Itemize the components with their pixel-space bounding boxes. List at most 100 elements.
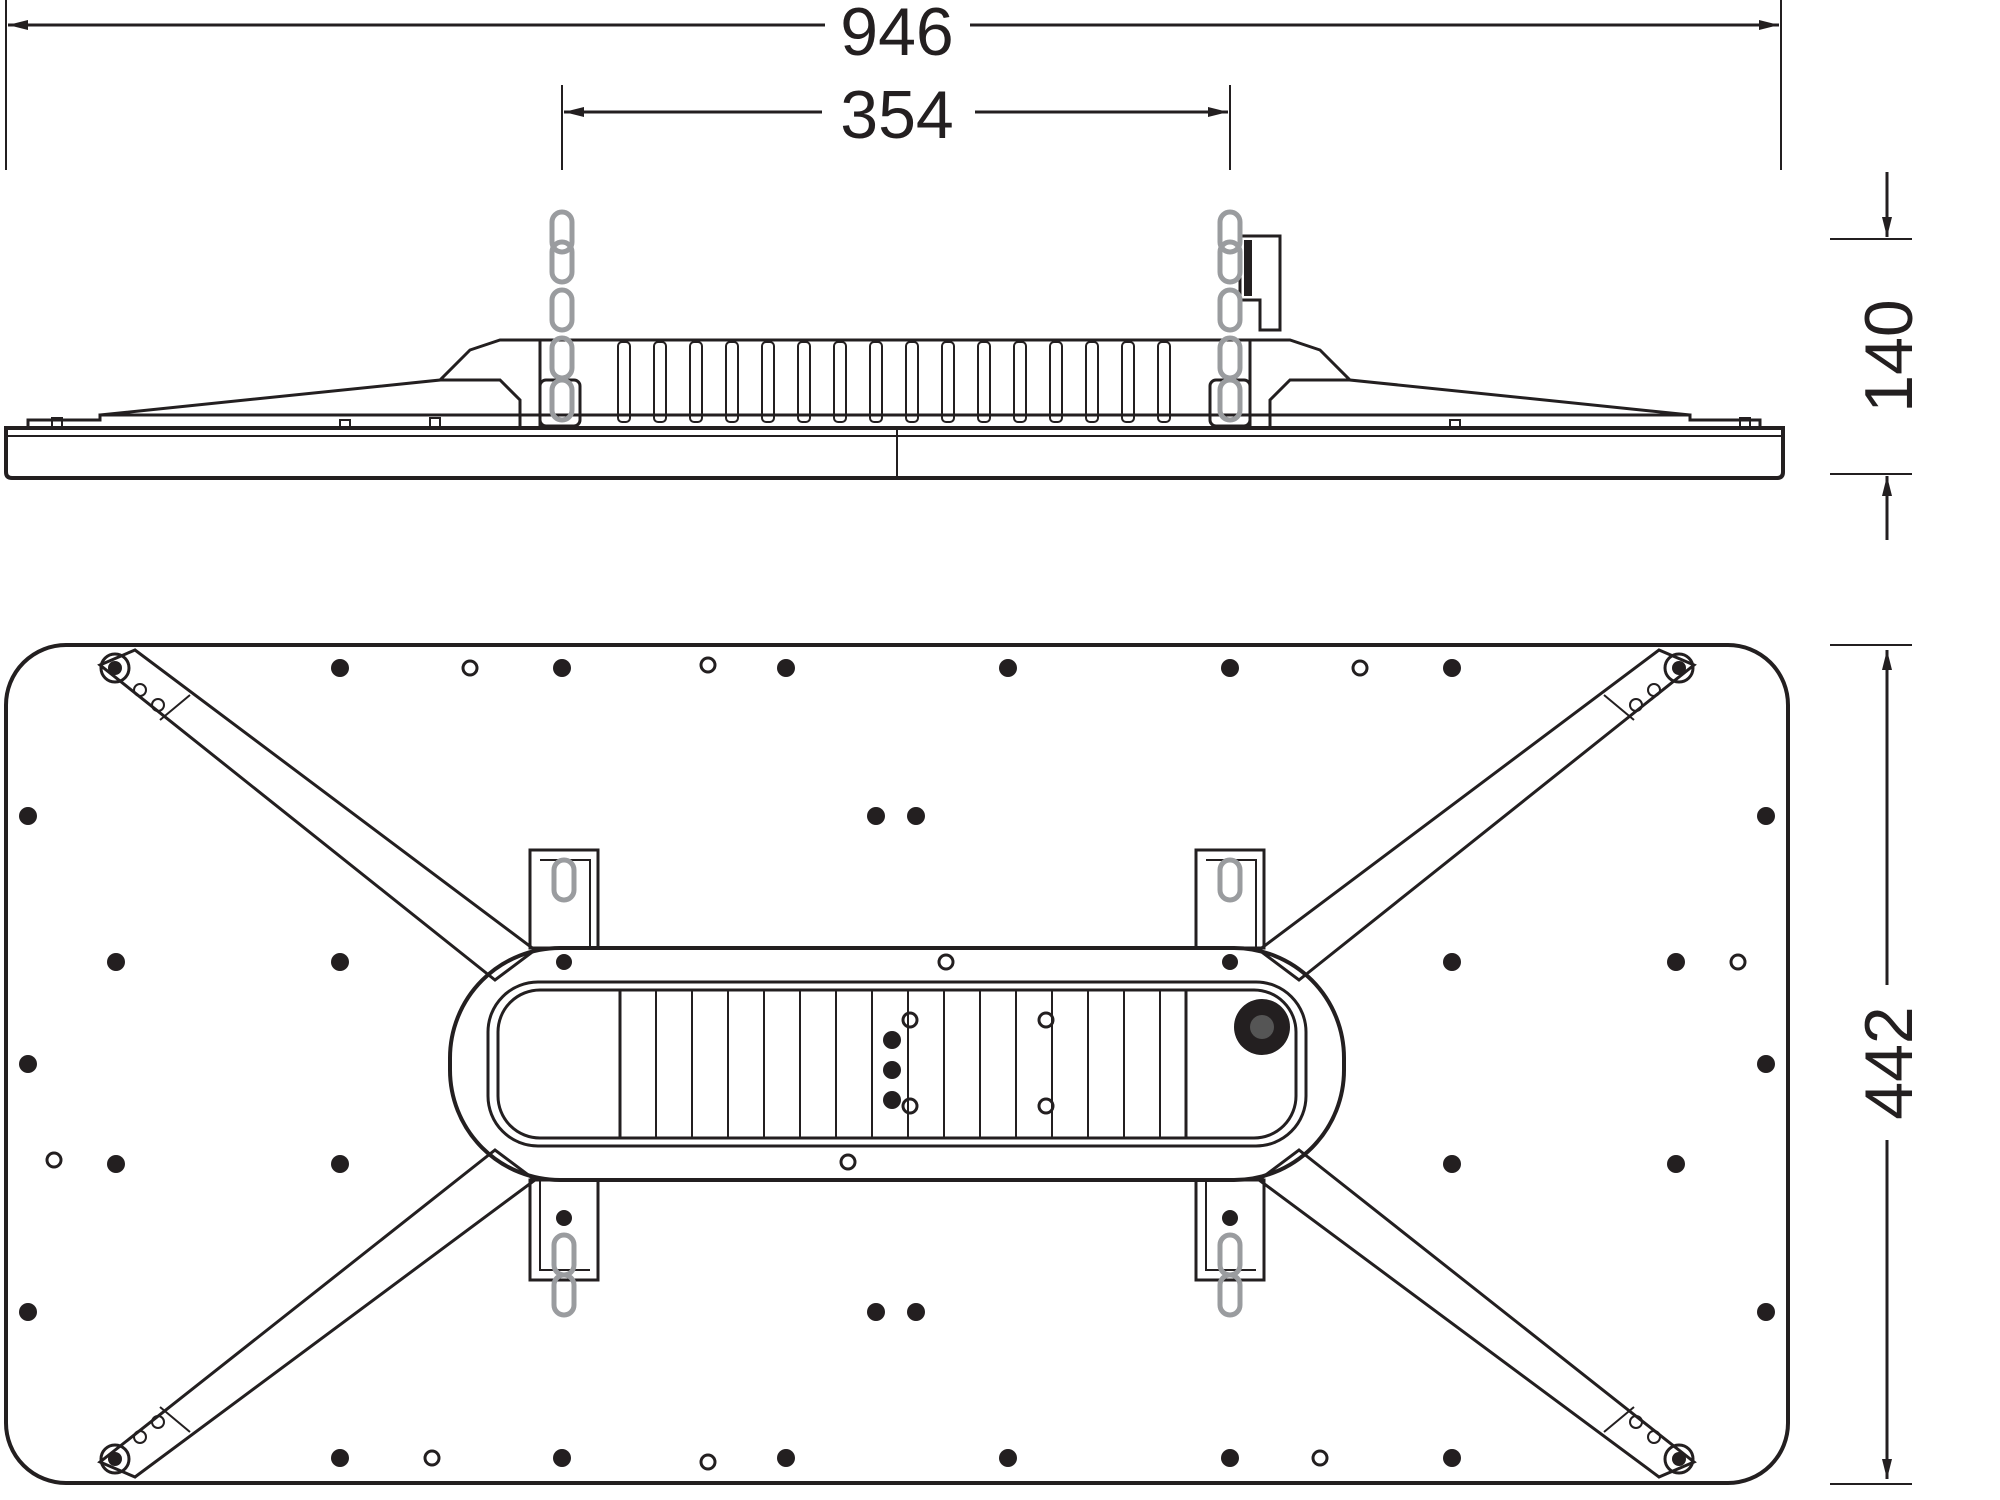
- top-heatsink-inner: [496, 988, 1298, 1140]
- mounting-hole-open: [901, 1011, 919, 1029]
- side-base-plate: [4, 426, 1785, 480]
- mounting-hole: [1443, 1155, 1461, 1173]
- mounting-hole: [1757, 807, 1775, 825]
- side-fin: [617, 341, 631, 423]
- side-housing-left-inner: [440, 378, 522, 428]
- top-chain-upper-right: [1220, 860, 1240, 900]
- side-tray: [26, 413, 1762, 428]
- mounting-hole: [107, 953, 125, 971]
- mounting-hole: [999, 659, 1017, 677]
- side-chain-right: [1220, 212, 1240, 420]
- mounting-hole: [883, 1091, 901, 1109]
- side-fin: [1085, 341, 1099, 423]
- mounting-hole: [1667, 1155, 1685, 1173]
- top-central-housing: [448, 946, 1346, 1182]
- side-fin: [653, 341, 667, 423]
- side-fin: [905, 341, 919, 423]
- side-fin: [1049, 341, 1063, 423]
- mounting-hole-open: [45, 1151, 63, 1169]
- mounting-hole: [1443, 659, 1461, 677]
- top-view: [4, 643, 1790, 1485]
- side-fin: [797, 341, 811, 423]
- side-fin: [689, 341, 703, 423]
- mounting-hole: [331, 1449, 349, 1467]
- mounting-hole: [1667, 953, 1685, 971]
- side-fin: [977, 341, 991, 423]
- dimension-chain-spacing: 354: [561, 77, 1231, 170]
- dimension-label-354: 354: [840, 77, 953, 153]
- mounting-hole: [883, 1061, 901, 1079]
- side-chain-left: [552, 212, 572, 420]
- side-connector-detail: [1244, 240, 1252, 296]
- top-arm-lower-left: [97, 1148, 538, 1479]
- mounting-hole: [867, 1303, 885, 1321]
- mounting-hole-open: [839, 1153, 857, 1171]
- mounting-hole: [19, 807, 37, 825]
- mounting-hole-open: [1037, 1011, 1055, 1029]
- mounting-hole: [1443, 1449, 1461, 1467]
- top-heatsink-frame: [486, 980, 1308, 1148]
- mounting-hole-open: [423, 1449, 441, 1467]
- dimension-overall-width: 946: [5, 0, 1782, 170]
- side-fin: [833, 341, 847, 423]
- top-cable-gland-core: [1250, 1015, 1274, 1039]
- mounting-hole: [553, 659, 571, 677]
- side-fin: [1121, 341, 1135, 423]
- mounting-hole: [907, 807, 925, 825]
- mounting-hole: [107, 1155, 125, 1173]
- mounting-hole: [1757, 1303, 1775, 1321]
- mounting-hole: [883, 1031, 901, 1049]
- mounting-hole: [1443, 953, 1461, 971]
- side-heatsink-fins: [617, 341, 1171, 423]
- mounting-hole: [999, 1449, 1017, 1467]
- top-bracket-upper-left: [528, 848, 600, 970]
- top-heatsink-fins: [618, 990, 1188, 1138]
- mounting-hole: [1221, 659, 1239, 677]
- top-mounting-holes: [19, 656, 1775, 1471]
- mounting-hole: [907, 1303, 925, 1321]
- mounting-hole-open: [1729, 953, 1747, 971]
- mounting-hole-open: [461, 659, 479, 677]
- mounting-hole: [19, 1055, 37, 1073]
- mounting-hole: [553, 1449, 571, 1467]
- mounting-hole-open: [937, 953, 955, 971]
- side-tray-bumps: [51, 417, 1751, 429]
- top-chain-lower-left: [554, 1235, 574, 1315]
- side-fin: [869, 341, 883, 423]
- mounting-hole-open: [699, 656, 717, 674]
- mounting-hole: [777, 659, 795, 677]
- dimension-height: 140: [1830, 172, 1927, 540]
- dimension-label-140: 140: [1851, 299, 1927, 412]
- dimension-label-442: 442: [1851, 1006, 1927, 1119]
- top-bracket-lower-right: [1194, 1178, 1266, 1282]
- mounting-hole-open: [699, 1453, 717, 1471]
- side-housing-right-inner: [1268, 378, 1350, 428]
- top-bracket-lower-left: [528, 1178, 600, 1282]
- top-plate-outline: [4, 643, 1790, 1485]
- side-fin: [1013, 341, 1027, 423]
- mounting-hole: [777, 1449, 795, 1467]
- mounting-hole: [331, 953, 349, 971]
- mounting-hole-open: [1351, 659, 1369, 677]
- dimension-label-946: 946: [840, 0, 953, 70]
- side-fin: [725, 341, 739, 423]
- top-chain-upper-left: [554, 860, 574, 900]
- top-arm-lower-right: [1256, 1148, 1697, 1479]
- mounting-hole: [331, 1155, 349, 1173]
- mounting-hole-open: [1311, 1449, 1329, 1467]
- mounting-hole-open: [1037, 1097, 1055, 1115]
- dimension-depth: 442: [1830, 644, 1927, 1485]
- side-fin: [761, 341, 775, 423]
- mounting-hole: [1221, 1449, 1239, 1467]
- side-fin: [1157, 341, 1171, 423]
- top-arm-upper-left: [97, 648, 538, 982]
- mounting-hole-open: [901, 1097, 919, 1115]
- side-fin: [941, 341, 955, 423]
- mounting-hole: [331, 659, 349, 677]
- mounting-hole: [1757, 1055, 1775, 1073]
- mounting-hole: [867, 807, 885, 825]
- side-view: [4, 212, 1785, 480]
- top-bracket-upper-right: [1194, 848, 1266, 970]
- mounting-hole: [19, 1303, 37, 1321]
